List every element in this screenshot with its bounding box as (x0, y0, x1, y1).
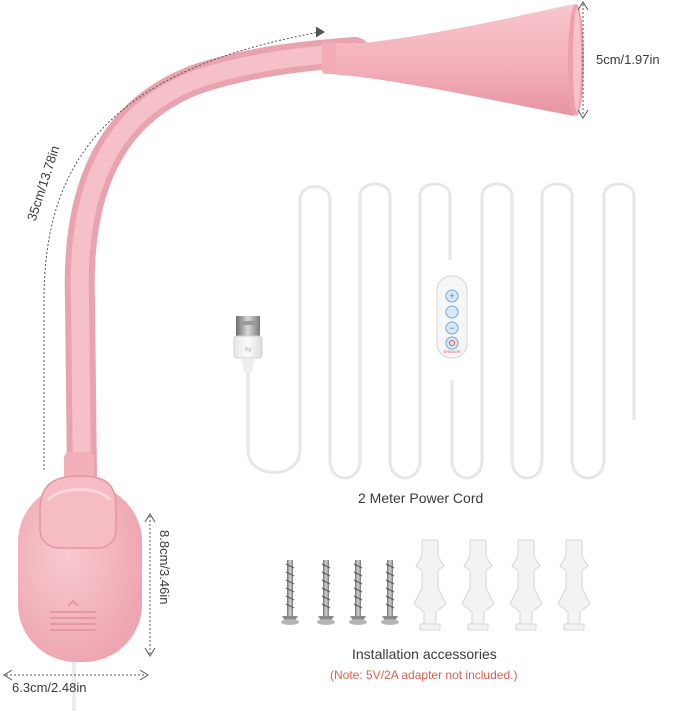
usb-plug: ⇆ (233, 316, 263, 372)
controller-brand: ERENOR (443, 349, 460, 354)
base-height-label: 8.8cm/3.46in (157, 530, 172, 605)
base-vent (50, 611, 96, 631)
head-diameter-label: 5cm/1.97in (596, 52, 660, 67)
power-icon (445, 336, 459, 350)
adapter-note: (Note: 5V/2A adapter not included.) (330, 668, 518, 682)
mode-icon (445, 305, 459, 319)
dimension-guides (3, 1, 589, 681)
screws (281, 560, 399, 625)
plus-icon (445, 289, 459, 303)
minus-icon (445, 321, 459, 335)
base-width-label: 6.3cm/2.48in (12, 680, 87, 695)
lamp-base (18, 452, 142, 711)
lamp-head (322, 4, 584, 116)
accessories-label: Installation accessories (352, 646, 497, 662)
inline-controller: + − ERENOR (436, 275, 468, 359)
svg-text:−: − (449, 323, 454, 333)
power-cord (246, 182, 636, 480)
svg-text:⇆: ⇆ (245, 345, 252, 354)
wall-anchors (413, 539, 591, 631)
svg-text:+: + (449, 291, 454, 301)
lamp-gooseneck (64, 37, 370, 495)
cord-label: 2 Meter Power Cord (358, 490, 484, 506)
